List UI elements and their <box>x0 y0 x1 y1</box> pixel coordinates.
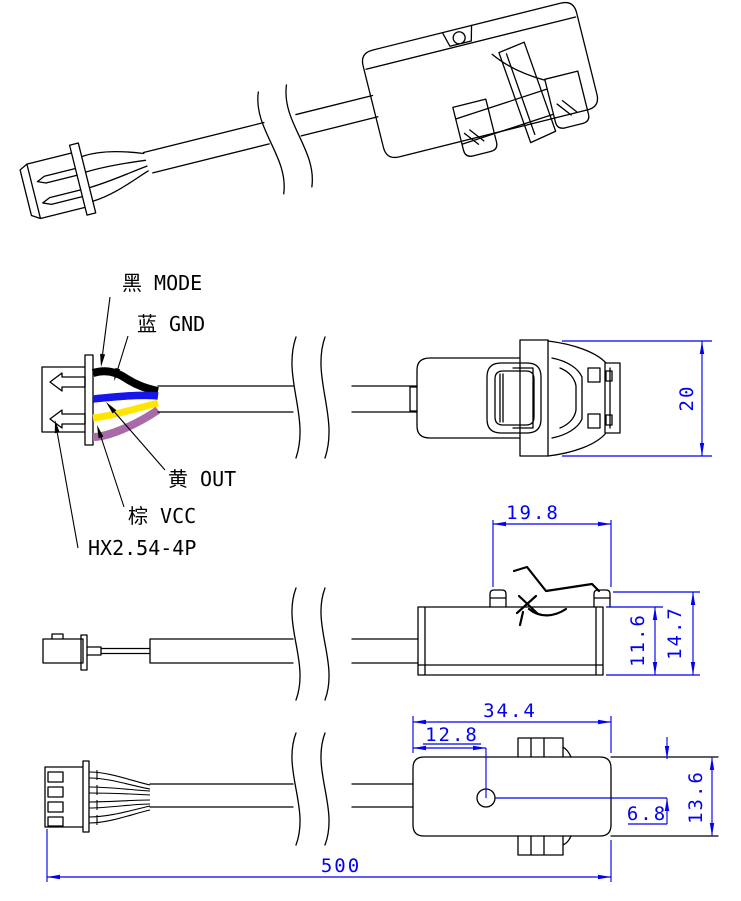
dim-clip-width: 19.8 <box>506 502 560 524</box>
dim-hole-offset-width: 6.8 <box>627 803 667 825</box>
top-cable-break-lines <box>291 336 330 459</box>
wire-brown <box>92 406 161 441</box>
dim-hole-offset-length: 12.8 <box>425 724 479 746</box>
side-wire-clip-spring <box>512 565 601 627</box>
dim-body-length: 34.4 <box>483 700 537 722</box>
bottom-connector-outline <box>44 760 90 833</box>
bottom-housing-body <box>412 756 719 837</box>
dim-body-height: 11.6 <box>627 613 649 667</box>
side-cable <box>149 638 419 664</box>
bottom-dim-lines <box>46 716 713 882</box>
view-side: 19.8 11.6 14.7 <box>42 502 700 701</box>
side-cable-break-lines <box>291 587 330 701</box>
wire-yellow <box>92 399 159 422</box>
label-wire-brown: 棕 VCC <box>128 504 196 528</box>
wire-black <box>91 367 159 395</box>
bottom-housing-tabs <box>517 737 572 856</box>
dim-body-width: 13.6 <box>685 770 707 824</box>
bottom-cable-break-lines <box>291 732 330 846</box>
top-cable <box>157 385 418 413</box>
side-connector-outline <box>42 633 151 671</box>
label-wire-blue: 蓝 GND <box>137 312 205 336</box>
top-clip <box>547 340 621 457</box>
iso-housing-outline <box>361 1 599 159</box>
view-bottom: 34.4 12.8 6.8 13.6 500 <box>44 700 719 882</box>
iso-clip <box>452 41 590 157</box>
bottom-wires <box>88 770 151 825</box>
dim-20-arrow-icons <box>699 341 705 456</box>
iso-connector-outline <box>19 142 97 220</box>
label-leader-lines <box>56 296 166 549</box>
dim-housing-height-top-view: 20 <box>676 385 698 412</box>
iso-connector-latches <box>36 167 84 206</box>
top-housing-latch-detail <box>486 362 542 434</box>
top-connector-outline <box>41 354 94 446</box>
view-top-assembly: 黑 MODE 蓝 GND 黄 OUT 棕 VCC HX2.54-4P 20 <box>41 271 712 560</box>
isometric-rotated-group <box>19 1 599 220</box>
view-isometric <box>19 1 599 220</box>
label-wire-yellow: 黄 OUT <box>168 467 236 491</box>
dim-overall-height: 14.7 <box>664 606 686 660</box>
iso-housing-notch <box>441 24 473 47</box>
iso-wires <box>81 150 149 202</box>
dim-20-lines <box>562 340 712 457</box>
side-dim-lines <box>492 520 700 676</box>
iso-cable-break-lines <box>257 84 313 195</box>
bottom-cable <box>149 783 414 808</box>
top-housing-body <box>409 339 549 457</box>
label-connector-part: HX2.54-4P <box>88 536 196 560</box>
iso-cable <box>142 94 379 174</box>
top-connector-latches <box>49 372 86 429</box>
dim-overall-cable-length: 500 <box>321 855 361 877</box>
wire-blue <box>92 391 159 403</box>
side-clip-tabs <box>489 589 611 608</box>
label-wire-black: 黑 MODE <box>122 271 202 295</box>
side-housing-body <box>417 606 604 676</box>
